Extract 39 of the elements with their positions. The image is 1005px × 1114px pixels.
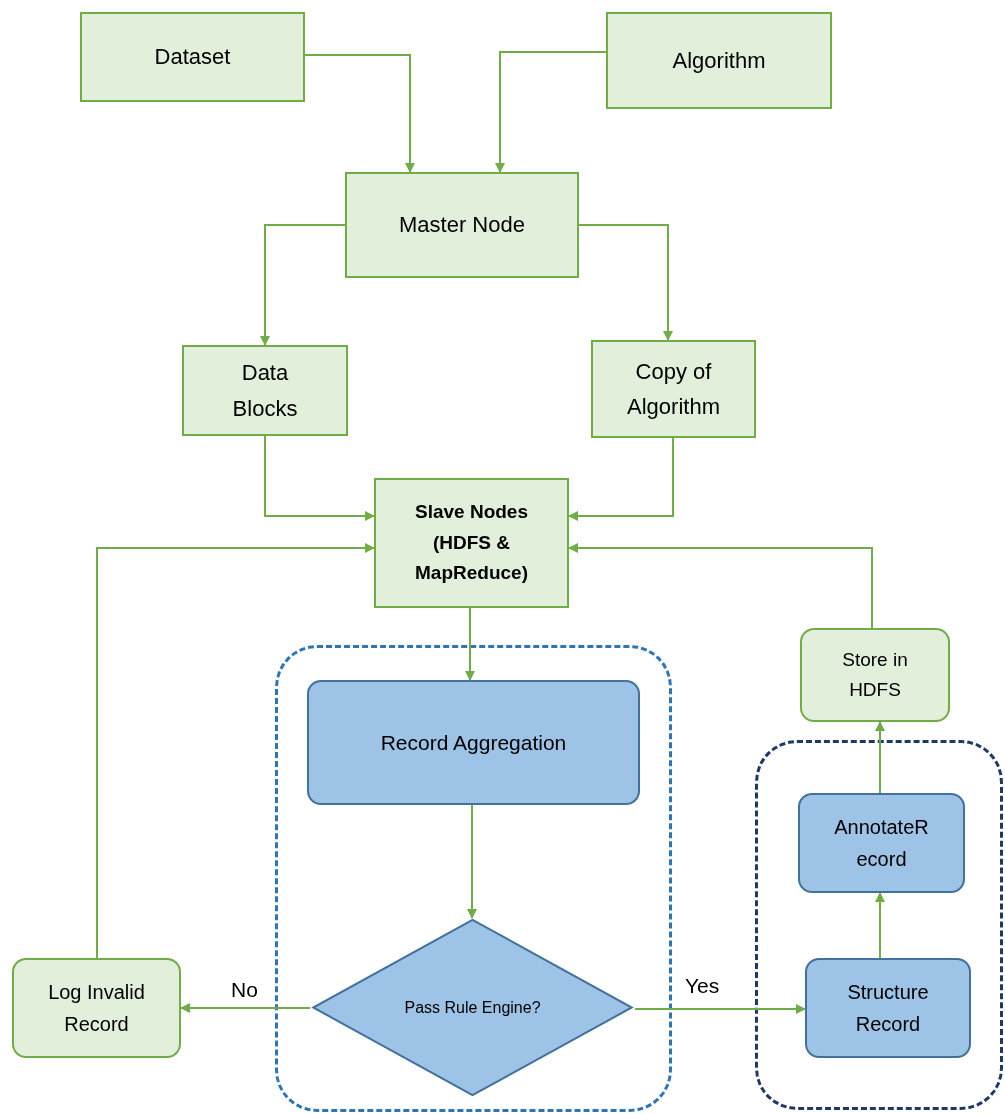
arrow (96, 543, 375, 959)
arrow (568, 437, 674, 521)
arrow (260, 224, 346, 346)
node-label: AnnotateRecord (833, 815, 930, 872)
arrow (875, 721, 885, 794)
process-box (12, 958, 181, 1058)
process-box (307, 680, 640, 805)
process-box (374, 478, 569, 608)
arrow (264, 435, 375, 521)
process-box (591, 340, 756, 438)
arrow (467, 804, 477, 919)
node-label: Copy of Algorithm (626, 357, 721, 421)
process-box (80, 12, 305, 102)
node-label: Algorithm (671, 46, 767, 75)
arrow (465, 607, 475, 681)
node-label: Pass Rule Engine? (403, 997, 542, 1018)
process-box (345, 172, 579, 278)
process-box (182, 345, 348, 436)
arrow (180, 1003, 311, 1013)
process-box (805, 958, 971, 1058)
arrow (495, 51, 607, 173)
node-label: Master Node (398, 211, 526, 240)
dashed-group-boundary (275, 645, 672, 1112)
arrow (578, 224, 673, 341)
dashed-group-boundary (755, 740, 1003, 1110)
arrow (634, 1004, 806, 1014)
node-label: Data Blocks (231, 359, 299, 423)
process-box (606, 12, 832, 109)
arrow (875, 892, 885, 959)
node-label: Slave Nodes (HDFS & MapReduce) (414, 500, 529, 586)
node-label: Record Aggregation (379, 729, 568, 756)
arrow (304, 54, 415, 173)
arrow (568, 543, 873, 629)
process-box (798, 793, 965, 893)
node-label: Dataset (153, 43, 232, 72)
node-label: Log Invalid Record (47, 980, 146, 1037)
node-label: Store in HDFS (841, 647, 909, 702)
node-label: Structure Record (846, 980, 930, 1037)
process-box (800, 628, 950, 722)
